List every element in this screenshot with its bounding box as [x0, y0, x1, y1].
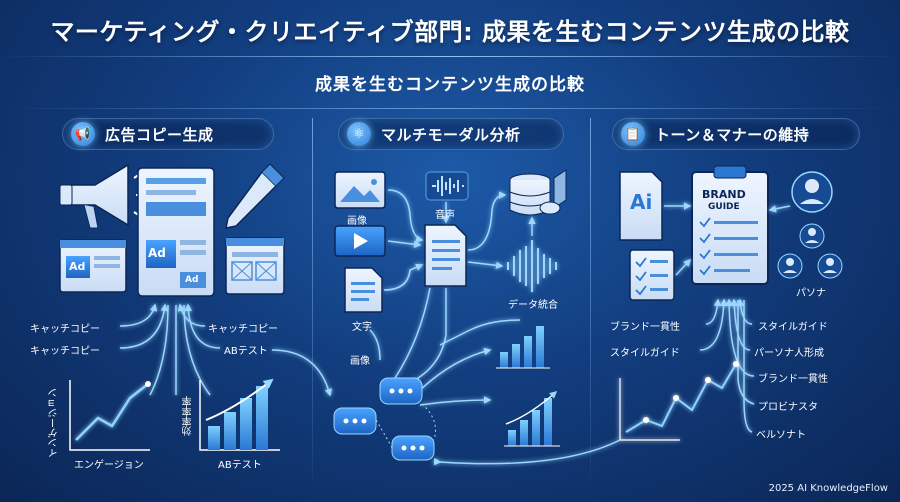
tone-right-label-1: スタイルガイド	[758, 322, 828, 333]
brand-guide-clipboard	[691, 165, 769, 285]
multimodal-connectors	[369, 189, 536, 406]
ad-badge-main: Ad	[148, 246, 166, 260]
label-image: 画像	[347, 216, 367, 227]
column-divider-2	[590, 118, 591, 478]
section-header-ad-copy: 📢 広告コピー生成	[62, 118, 274, 150]
tone-left-label-1: ブランド一貫性	[610, 322, 680, 333]
tone-left-label-2: スタイルガイド	[610, 348, 680, 359]
image-card	[334, 171, 386, 209]
tone-right-label-4: プロビナスタ	[758, 402, 818, 413]
video-card	[334, 225, 386, 257]
checklist-document	[629, 249, 675, 301]
megaphone-illustration	[59, 163, 150, 229]
text-document-card	[344, 267, 383, 313]
clipboard-icon: 📋	[621, 122, 645, 146]
column-divider-1	[312, 118, 313, 478]
audio-card	[425, 171, 469, 201]
section-label-ad-copy: 広告コピー生成	[105, 125, 214, 144]
tone-right-label-5: ベルソナト	[756, 430, 806, 441]
section-label-tone: トーン＆マナーの維持	[655, 125, 810, 144]
database-icon	[509, 169, 567, 216]
label-audio: 音声	[435, 210, 455, 221]
tone-right-label-3: ブランド一貫性	[758, 374, 828, 385]
section-header-multimodal: ⚛ マルチモーダル分析	[338, 118, 564, 150]
label-ab-test: ABテスト	[224, 346, 268, 357]
engagement-chart	[69, 380, 151, 451]
title-divider	[0, 56, 900, 57]
mini-bar-chart-1	[496, 326, 550, 369]
label-catchcopy-2: キャッチコピー	[30, 346, 100, 357]
ad-badge-left: Ad	[69, 260, 86, 273]
mini-bar-chart-2	[504, 391, 560, 447]
label-catchcopy-1: キャッチコピー	[30, 324, 100, 335]
chart2-ylabel: 効率率率	[183, 396, 194, 436]
chart1-xlabel: エンゲージョン	[74, 460, 144, 471]
megaphone-icon: 📢	[71, 122, 95, 146]
pen-illustration	[225, 163, 285, 229]
subtitle-divider	[0, 108, 900, 109]
page-title: マーケティング・クリエイティブ部門: 成果を生むコンテンツ生成の比較	[50, 18, 850, 46]
ad-badge-small: Ad	[185, 275, 199, 285]
section-label-multimodal: マルチモーダル分析	[381, 125, 521, 144]
footer-credit: 2025 AI KnowledgeFlow	[768, 483, 888, 494]
trend-line-chart	[625, 361, 739, 433]
label-text: 文字	[352, 322, 372, 333]
brand-guide-line-1: BRAND	[702, 188, 746, 201]
ai-document	[619, 171, 663, 241]
ai-badge: Ai	[630, 190, 653, 214]
tone-connectors	[433, 202, 791, 466]
chat-bubbles	[333, 377, 436, 461]
brand-guide-line-2: GUIDE	[708, 202, 740, 212]
section-header-tone: 📋 トーン＆マナーの維持	[612, 118, 860, 150]
atom-icon: ⚛	[347, 122, 371, 146]
label-image-2: 画像	[350, 356, 370, 367]
ad-document-main	[137, 167, 215, 297]
persona-icons	[777, 171, 843, 279]
ad-window-left	[59, 239, 127, 293]
ab-test-chart	[199, 378, 280, 451]
label-data-integration: データ統合	[508, 300, 558, 311]
central-document	[424, 224, 467, 287]
label-persona: パソナ	[796, 288, 826, 299]
ad-window-right	[225, 237, 285, 295]
page-subtitle: 成果を生むコンテンツ生成の比較	[315, 75, 585, 95]
waveform-graphic	[507, 240, 557, 292]
chart1-ylabel: インゲージョン	[49, 388, 60, 458]
ad-copy-connectors	[119, 303, 333, 397]
tone-right-label-2: パーソナ人形成	[754, 348, 824, 359]
label-catchcopy-3: キャッチコピー	[208, 324, 278, 335]
chart2-xlabel: ABテスト	[218, 460, 262, 471]
